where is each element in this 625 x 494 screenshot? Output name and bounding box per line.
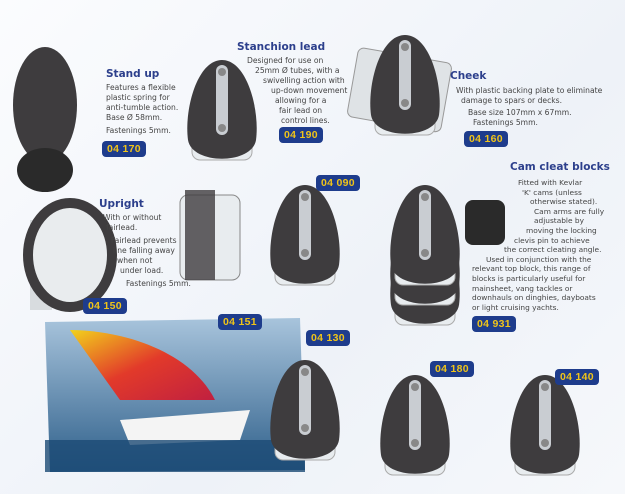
desc-line: With or without bbox=[103, 213, 162, 222]
desc-line: clevis pin to achieve bbox=[514, 235, 590, 245]
desc-line: Fairlead prevents bbox=[111, 236, 177, 245]
desc-line: Base size 107mm x 67mm. bbox=[468, 108, 572, 117]
block-cheek bbox=[347, 34, 452, 136]
desc-line: line falling away bbox=[113, 246, 175, 255]
desc-line: Fitted with Kevlar bbox=[518, 178, 583, 187]
block-151 bbox=[179, 190, 241, 281]
title-stanchion-lead: Stanchion lead bbox=[237, 41, 326, 53]
desc-line: plastic spring for bbox=[106, 93, 170, 102]
desc-line: Fastenings 5mm. bbox=[106, 126, 171, 135]
desc-line: Designed for use on bbox=[247, 56, 324, 65]
desc-line: moving the locking bbox=[526, 225, 597, 235]
desc-line: 'K' cams (unless bbox=[522, 187, 582, 197]
desc-line: relevant top block, this range of bbox=[472, 264, 591, 274]
code-04931: 04 931 bbox=[472, 316, 516, 332]
desc-line: up-down movement bbox=[271, 86, 348, 95]
desc-line: downhauls on dinghies, dayboats bbox=[472, 293, 596, 303]
code-04150: 04 150 bbox=[83, 298, 127, 314]
desc-line: Features a flexible bbox=[106, 83, 176, 92]
block-090 bbox=[269, 184, 341, 286]
desc-line: mainsheet, vang tackles or bbox=[472, 283, 573, 293]
desc-line: Fastenings 5mm. bbox=[126, 279, 191, 288]
code-04151: 04 151 bbox=[218, 314, 262, 330]
desc-line: Base Ø 58mm. bbox=[106, 113, 163, 122]
desc-line: fairlead. bbox=[106, 223, 138, 232]
desc-line: damage to spars or decks. bbox=[461, 96, 563, 105]
desc-line: blocks is particularly useful for bbox=[472, 273, 586, 283]
code-04160: 04 160 bbox=[464, 131, 508, 147]
code-04090: 04 090 bbox=[316, 175, 360, 191]
block-cam-cleat bbox=[389, 184, 505, 326]
desc-line: With plastic backing plate to eliminate bbox=[456, 86, 603, 95]
desc-line: fair lead on bbox=[279, 106, 323, 115]
desc-line: the correct cleating angle. bbox=[504, 245, 602, 255]
desc-line: anti-tumble action. bbox=[106, 103, 179, 112]
title-upright: Upright bbox=[99, 198, 144, 210]
desc-line: or light cruising yachts. bbox=[472, 302, 559, 312]
desc-line: otherwise stated). bbox=[530, 197, 598, 207]
desc-line: swivelling action with bbox=[263, 76, 345, 85]
block-stand-up bbox=[13, 47, 77, 192]
block-140 bbox=[509, 374, 581, 476]
code-04170: 04 170 bbox=[102, 141, 146, 157]
code-04190: 04 190 bbox=[279, 127, 323, 143]
desc-line: Fastenings 5mm. bbox=[473, 118, 538, 127]
title-cam-cleat-blocks: Cam cleat blocks bbox=[510, 161, 610, 173]
desc-line: adjustable by bbox=[534, 216, 584, 226]
desc-line: allowing for a bbox=[275, 96, 327, 105]
title-cheek: Cheek bbox=[450, 70, 487, 82]
desc-line: under load. bbox=[120, 266, 164, 275]
block-upright bbox=[23, 198, 117, 312]
desc-line: 25mm Ø tubes, with a bbox=[255, 66, 340, 75]
photo-sailboat bbox=[45, 318, 305, 472]
title-stand-up: Stand up bbox=[106, 68, 160, 80]
desc-line: Cam arms are fully bbox=[534, 206, 605, 216]
code-04140: 04 140 bbox=[555, 369, 599, 385]
desc-line: when not bbox=[117, 256, 153, 265]
desc-line: Used in conjunction with the bbox=[486, 254, 592, 264]
desc-line: control lines. bbox=[281, 116, 330, 125]
code-04180: 04 180 bbox=[430, 361, 474, 377]
code-04130: 04 130 bbox=[306, 330, 350, 346]
block-180 bbox=[379, 374, 451, 476]
